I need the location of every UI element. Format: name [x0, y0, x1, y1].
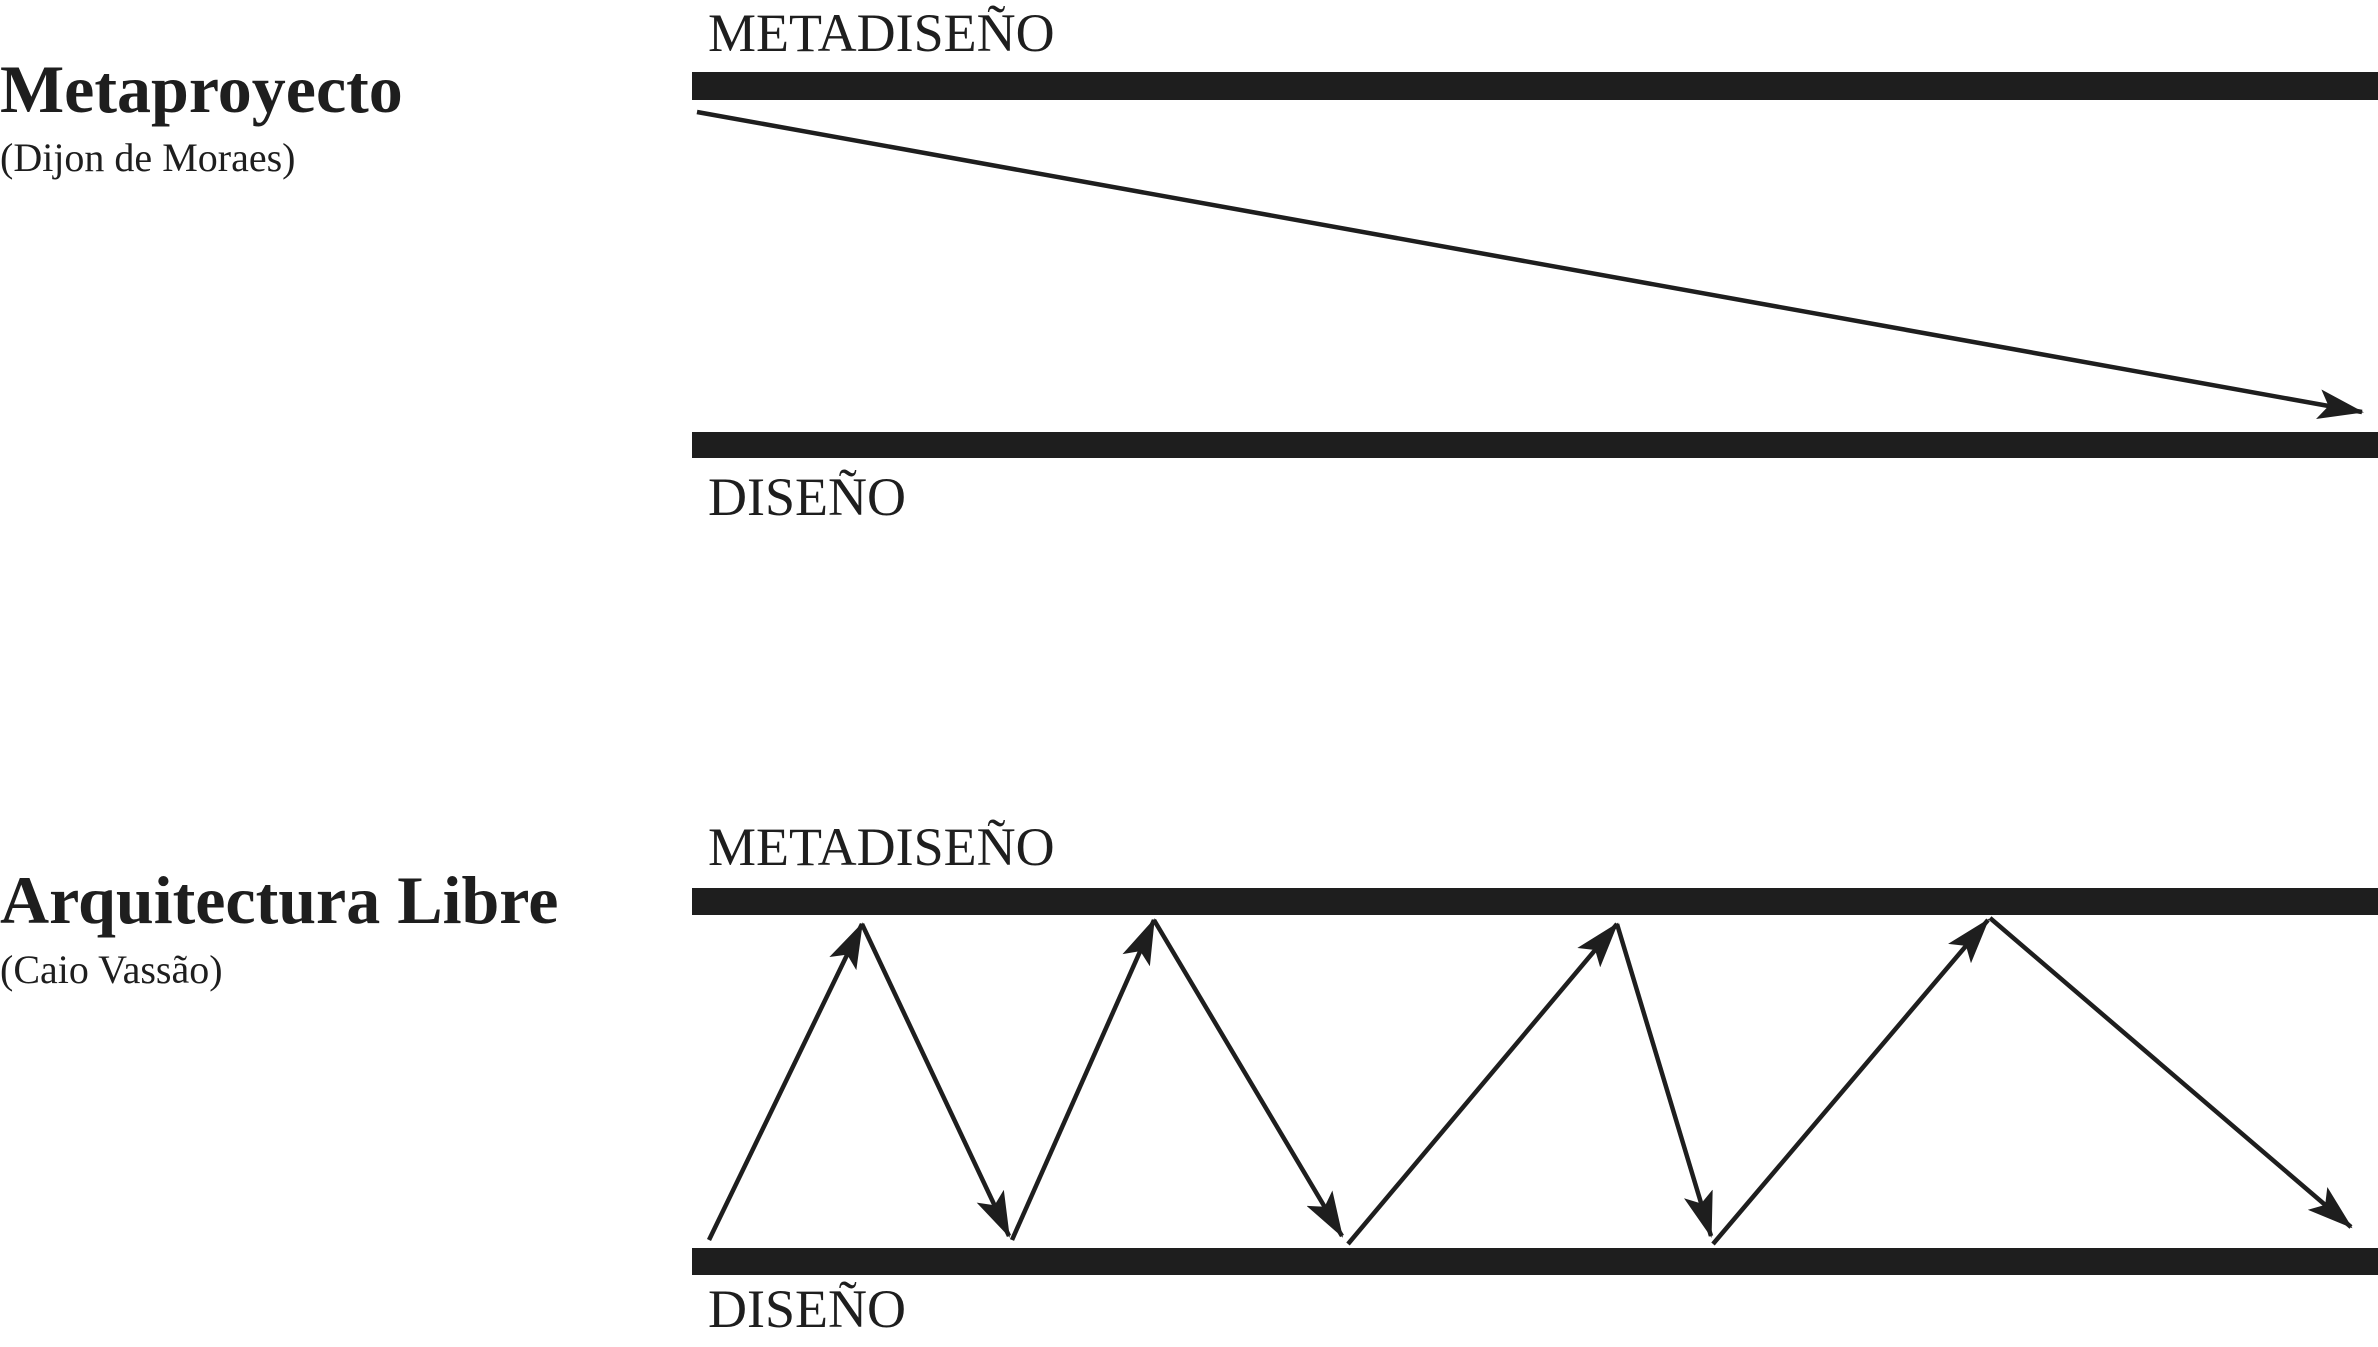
arquitectura-libre-diseno-bar [692, 1248, 2378, 1275]
metaproyecto-author: (Dijon de Moraes) [0, 135, 296, 180]
arquitectura-libre-zigzag [706, 916, 2353, 1246]
arquitectura-libre-author: (Caio Vassão) [0, 947, 223, 992]
zigzag-arrow-4 [1152, 918, 1344, 1238]
metaproyecto-bottom-label: DISEÑO [708, 467, 906, 527]
arquitectura-libre-title: Arquitectura Libre [0, 862, 559, 938]
zigzag-arrow-2 [859, 923, 1012, 1238]
zigzag-arrow-3 [1009, 918, 1157, 1241]
metaproyecto-metadiseno-bar [692, 72, 2378, 100]
arquitectura-libre-top-label: METADISEÑO [708, 817, 1055, 877]
metaproyecto-descent-arrow [696, 109, 2364, 419]
metaproyecto-top-label: METADISEÑO [708, 3, 1055, 63]
arquitectura-libre-metadiseno-bar [692, 888, 2378, 915]
metaproyecto-title: Metaproyecto [0, 51, 403, 127]
zigzag-arrow-8 [1988, 916, 2353, 1229]
metaproyecto-diseno-bar [692, 432, 2378, 458]
zigzag-arrow-7 [1711, 918, 1990, 1246]
zigzag-arrow-6 [1614, 923, 1714, 1238]
zigzag-arrow-5 [1346, 922, 1619, 1246]
zigzag-arrow-1 [706, 922, 865, 1241]
arquitectura-libre-bottom-label: DISEÑO [708, 1279, 906, 1339]
